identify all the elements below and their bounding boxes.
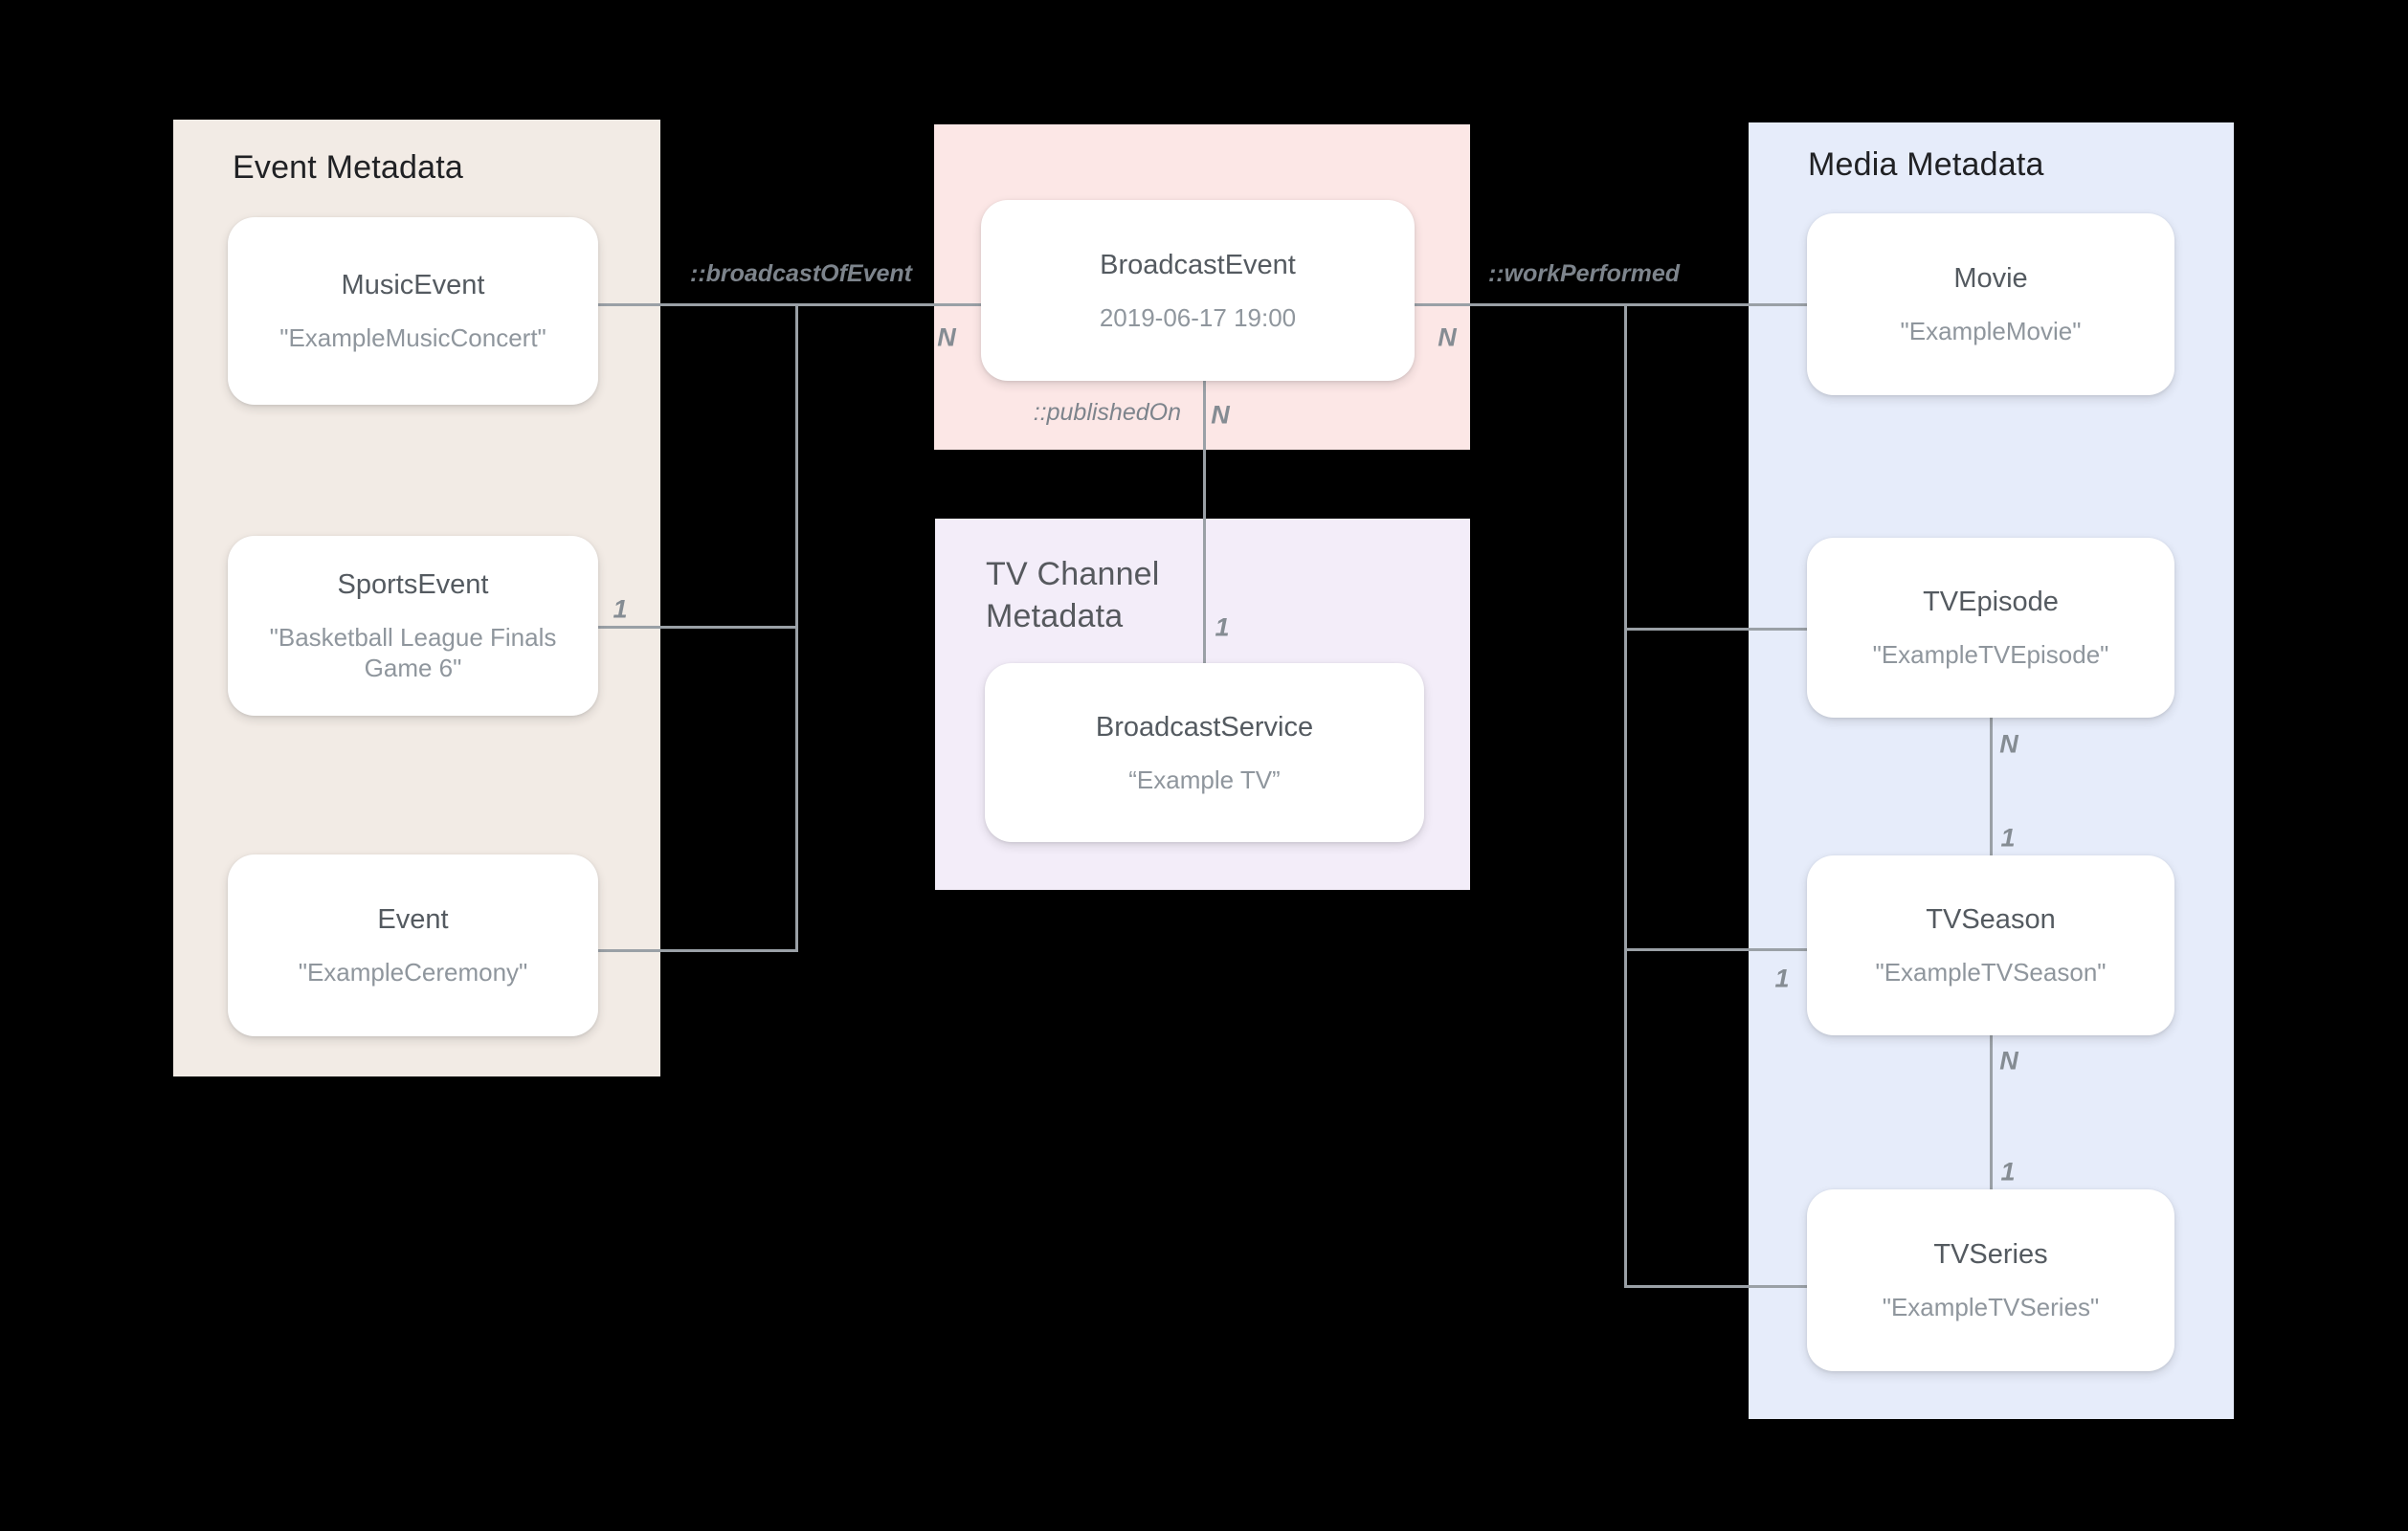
cardinality-season-series-1: 1 [2000,1157,2016,1187]
node-title: BroadcastService [1095,711,1314,743]
relation-label-published-on: ::publishedOn [1033,399,1181,426]
connector-bus-tvseason [1624,948,1807,951]
panel-tv-channel-metadata-title: TV Channel Metadata [986,556,1160,634]
connector-broadcastevent-broadcastservice [1203,381,1206,663]
relation-label-work-performed: ::workPerformed [1487,260,1681,287]
node-subtitle: "ExampleTVSeries" [1882,1293,2100,1321]
node-broadcast-service: BroadcastService “Example TV” [985,663,1424,842]
node-movie: Movie "ExampleMovie" [1807,213,2174,395]
cardinality-broadcastservice-1: 1 [1215,612,1230,642]
node-subtitle: "ExampleCeremony" [298,958,528,987]
node-title: TVSeries [1933,1239,2048,1270]
connector-bus-tvepisode [1624,628,1807,631]
node-subtitle: 2019-06-17 19:00 [1099,302,1297,332]
connector-bus-tvseries [1624,1285,1807,1288]
cardinality-tvseason-left-1: 1 [1774,964,1790,993]
node-title: Movie [1953,263,2028,294]
node-title: TVSeason [1926,904,2056,935]
cardinality-episode-season-1: 1 [2000,823,2016,853]
node-title: SportsEvent [337,569,489,600]
connector-tvseason-tvseries [1990,1035,1993,1189]
connector-right-bus [1624,303,1627,1287]
cardinality-broadcastevent-right-n: N [1438,322,1457,352]
connector-left-bus [795,303,798,952]
node-subtitle: "ExampleMusicConcert" [279,323,546,352]
node-title: BroadcastEvent [1100,249,1296,280]
node-broadcast-event: BroadcastEvent 2019-06-17 19:00 [981,200,1415,381]
node-subtitle: "ExampleMovie" [1900,317,2082,345]
node-music-event: MusicEvent "ExampleMusicConcert" [228,217,598,405]
cardinality-broadcastevent-left-n: N [937,322,956,352]
cardinality-season-series-n: N [1999,1046,2018,1076]
node-subtitle: "Basketball League Finals Game 6" [269,623,557,682]
connector-event-bus [598,949,796,952]
panel-event-metadata-title: Event Metadata [233,149,463,186]
node-title: Event [377,904,449,935]
node-tv-series: TVSeries "ExampleTVSeries" [1807,1189,2174,1371]
node-subtitle: "ExampleTVEpisode" [1872,640,2109,669]
cardinality-episode-season-n: N [1999,729,2018,759]
relation-label-broadcast-of-event: ::broadcastOfEvent [690,260,912,287]
connector-broadcastevent-movie [1415,303,1807,306]
cardinality-published-on-n: N [1211,400,1230,430]
connector-musicevent-broadcastevent [598,303,981,306]
node-subtitle: "ExampleTVSeason" [1875,958,2107,987]
node-event: Event "ExampleCeremony" [228,854,598,1036]
node-sports-event: SportsEvent "Basketball League Finals Ga… [228,536,598,716]
node-tv-season: TVSeason "ExampleTVSeason" [1807,855,2174,1035]
panel-media-metadata-title: Media Metadata [1808,146,2044,183]
connector-sportsevent-bus [598,626,796,629]
cardinality-sportsevent-1: 1 [613,594,628,624]
node-tv-episode: TVEpisode "ExampleTVEpisode" [1807,538,2174,718]
connector-tvepisode-tvseason [1990,718,1993,855]
node-subtitle: “Example TV” [1128,765,1281,794]
node-title: MusicEvent [341,270,485,300]
node-title: TVEpisode [1923,587,2059,617]
